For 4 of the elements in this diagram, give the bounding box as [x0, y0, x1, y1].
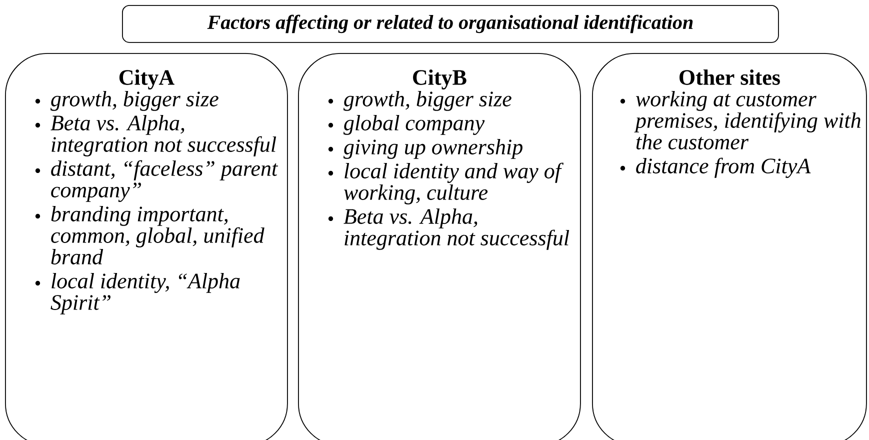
- site-box: CityA growth, bigger size Beta vs. Alpha, integration not successful distant, “faceless” parent company” branding important, common, global, unified brand local identity, “Alpha Spirit”: [5, 53, 288, 440]
- site-box: Other sites working at customer premises, identifying with the customer distance from CityA: [592, 53, 867, 440]
- site-box: CityB growth, bigger size global company giving up ownership local identity and way of working, culture Beta vs. Alpha, integration not successful: [298, 53, 581, 440]
- title-box: Factors affecting or related to organisational identification: [122, 5, 779, 43]
